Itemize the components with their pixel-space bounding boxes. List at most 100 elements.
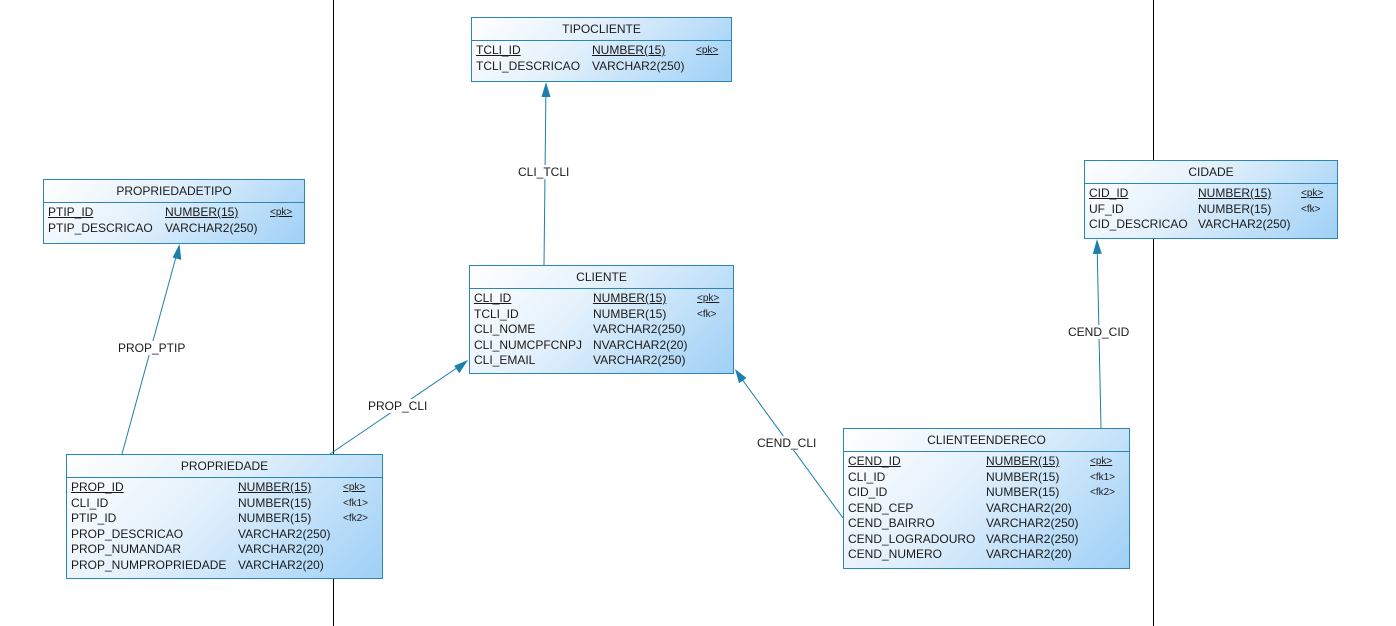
entity-title: CLIENTEENDERECO xyxy=(844,429,1129,452)
relationship-label-cend-cid: CEND_CID xyxy=(1067,325,1131,339)
column-row[interactable]: CLI_ID NUMBER(15) <pk> xyxy=(470,291,733,307)
column-name: UF_ID xyxy=(1089,201,1124,216)
column-row[interactable]: CEND_LOGRADOURO VARCHAR2(250) xyxy=(844,532,1129,548)
cend-cli-arrowhead xyxy=(735,369,747,384)
column-row[interactable]: CID_ID NUMBER(15) <pk> xyxy=(1085,186,1337,202)
column-key: <pk> xyxy=(343,482,366,493)
column-type: VARCHAR2(20) xyxy=(238,557,324,572)
relationship-label-cend-cli: CEND_CLI xyxy=(756,436,818,450)
column-name: CLI_ID xyxy=(71,495,109,510)
column-row[interactable]: CEND_BAIRRO VARCHAR2(250) xyxy=(844,516,1129,532)
column-name: TCLI_DESCRICAO xyxy=(476,58,581,73)
column-type: NUMBER(15) xyxy=(1198,186,1272,200)
entity-clienteendereco[interactable]: CLIENTEENDERECO CEND_ID NUMBER(15) <pk> … xyxy=(843,428,1130,569)
column-row[interactable]: PTIP_ID NUMBER(15) <pk> xyxy=(44,205,304,221)
column-row[interactable]: CEND_ID NUMBER(15) <pk> xyxy=(844,454,1129,470)
column-type: VARCHAR2(250) xyxy=(1198,217,1291,231)
column-type: VARCHAR2(250) xyxy=(165,220,258,235)
column-row[interactable]: PROP_ID NUMBER(15) <pk> xyxy=(67,480,382,496)
column-row[interactable]: PROP_NUMANDAR VARCHAR2(20) xyxy=(67,542,382,558)
column-name: CEND_LOGRADOURO xyxy=(848,531,976,546)
column-type: VARCHAR2(250) xyxy=(593,322,686,336)
column-type: NUMBER(15) xyxy=(238,511,312,525)
column-name: CEND_BAIRRO xyxy=(848,516,935,530)
column-type: NUMBER(15) xyxy=(238,480,312,494)
column-name: CLI_ID xyxy=(848,469,886,484)
column-name: CEND_NUMERO xyxy=(848,547,943,561)
column-type: VARCHAR2(250) xyxy=(592,58,685,73)
column-name: CID_ID xyxy=(848,485,888,499)
column-name: PTIP_DESCRICAO xyxy=(48,220,153,235)
column-type: VARCHAR2(250) xyxy=(238,526,331,541)
column-name: TCLI_ID xyxy=(474,306,519,321)
entity-propriedadetipo[interactable]: PROPRIEDADETIPO PTIP_ID NUMBER(15) <pk> … xyxy=(43,179,305,244)
column-key: <pk> xyxy=(1301,188,1324,199)
column-type: VARCHAR2(20) xyxy=(986,500,1072,515)
column-type: NUMBER(15) xyxy=(593,306,667,321)
prop-ptip-arrowhead xyxy=(172,244,182,260)
column-row[interactable]: CID_ID NUMBER(15) <fk2> xyxy=(844,485,1129,501)
column-name: CLI_NUMCPFCNPJ xyxy=(474,337,583,352)
column-key: <fk1> xyxy=(1090,471,1116,483)
column-row[interactable]: CLI_ID NUMBER(15) <fk1> xyxy=(844,470,1129,486)
column-row[interactable]: CEND_NUMERO VARCHAR2(20) xyxy=(844,547,1129,563)
column-row[interactable]: CLI_EMAIL VARCHAR2(250) xyxy=(470,353,733,369)
column-type: NVARCHAR2(20) xyxy=(593,337,688,352)
prop-cli-arrowhead xyxy=(454,360,468,374)
column-name: PROP_NUMANDAR xyxy=(71,542,182,556)
entity-propriedade[interactable]: PROPRIEDADE PROP_ID NUMBER(15) <pk> CLI_… xyxy=(66,454,383,579)
column-row[interactable]: PROP_DESCRICAO VARCHAR2(250) xyxy=(67,527,382,543)
column-type: NUMBER(15) xyxy=(238,495,312,510)
entity-title: TIPOCLIENTE xyxy=(472,18,731,41)
column-row[interactable]: TCLI_DESCRICAO VARCHAR2(250) xyxy=(472,59,731,75)
column-name: CLI_NOME xyxy=(474,322,536,336)
column-name: CID_ID xyxy=(1089,186,1129,200)
column-name: PROP_DESCRICAO xyxy=(71,526,184,541)
column-name: CEND_ID xyxy=(848,454,901,468)
entity-title: CIDADE xyxy=(1085,161,1337,184)
column-row[interactable]: CLI_NUMCPFCNPJ NVARCHAR2(20) xyxy=(470,338,733,354)
column-row[interactable]: CID_DESCRICAO VARCHAR2(250) xyxy=(1085,217,1337,233)
column-key: <pk> xyxy=(697,293,720,304)
column-key: <fk> xyxy=(697,308,717,320)
entity-cidade[interactable]: CIDADE CID_ID NUMBER(15) <pk> UF_ID NUMB… xyxy=(1084,160,1338,239)
column-row[interactable]: CEND_CEP VARCHAR2(20) xyxy=(844,501,1129,517)
column-name: TCLI_ID xyxy=(476,43,521,57)
column-type: NUMBER(15) xyxy=(165,205,239,219)
column-type: NUMBER(15) xyxy=(986,485,1060,499)
relationship-label-prop-cli: PROP_CLI xyxy=(367,399,429,413)
entity-title: PROPRIEDADE xyxy=(67,455,382,478)
column-name: CLI_ID xyxy=(474,291,512,305)
column-key: <pk> xyxy=(696,45,719,56)
cend-cid-arrowhead xyxy=(1092,239,1102,254)
column-name: PTIP_ID xyxy=(48,205,94,219)
column-key: <fk1> xyxy=(343,497,369,509)
column-key: <fk> xyxy=(1301,203,1321,215)
column-row[interactable]: PROP_NUMPROPRIEDADE VARCHAR2(20) xyxy=(67,558,382,574)
column-type: NUMBER(15) xyxy=(986,454,1060,468)
relationship-label-cli-tcli: CLI_TCLI xyxy=(517,165,571,179)
column-row[interactable]: PTIP_DESCRICAO VARCHAR2(250) xyxy=(44,221,304,237)
relationship-label-prop-ptip: PROP_PTIP xyxy=(117,341,187,355)
column-type: VARCHAR2(250) xyxy=(986,516,1079,530)
column-row[interactable]: CLI_ID NUMBER(15) <fk1> xyxy=(67,496,382,512)
entity-title: CLIENTE xyxy=(470,266,733,289)
entity-tipocliente[interactable]: TIPOCLIENTE TCLI_ID NUMBER(15) <pk> TCLI… xyxy=(471,17,732,82)
column-row[interactable]: TCLI_ID NUMBER(15) <pk> xyxy=(472,43,731,59)
column-name: CLI_EMAIL xyxy=(474,353,536,367)
column-type: VARCHAR2(250) xyxy=(593,353,686,367)
column-type: NUMBER(15) xyxy=(593,291,667,305)
column-type: NUMBER(15) xyxy=(592,43,666,57)
column-key: <fk2> xyxy=(1090,487,1116,498)
column-name: PTIP_ID xyxy=(71,511,117,525)
column-name: CEND_CEP xyxy=(848,500,914,515)
column-row[interactable]: TCLI_ID NUMBER(15) <fk> xyxy=(470,307,733,323)
cli-tcli-arrowhead xyxy=(541,82,551,97)
column-type: VARCHAR2(250) xyxy=(986,531,1079,546)
column-row[interactable]: CLI_NOME VARCHAR2(250) xyxy=(470,322,733,338)
entity-cliente[interactable]: CLIENTE CLI_ID NUMBER(15) <pk> TCLI_ID N… xyxy=(469,265,734,374)
column-type: VARCHAR2(20) xyxy=(238,542,324,556)
column-type: NUMBER(15) xyxy=(986,469,1060,484)
column-row[interactable]: UF_ID NUMBER(15) <fk> xyxy=(1085,202,1337,218)
column-row[interactable]: PTIP_ID NUMBER(15) <fk2> xyxy=(67,511,382,527)
